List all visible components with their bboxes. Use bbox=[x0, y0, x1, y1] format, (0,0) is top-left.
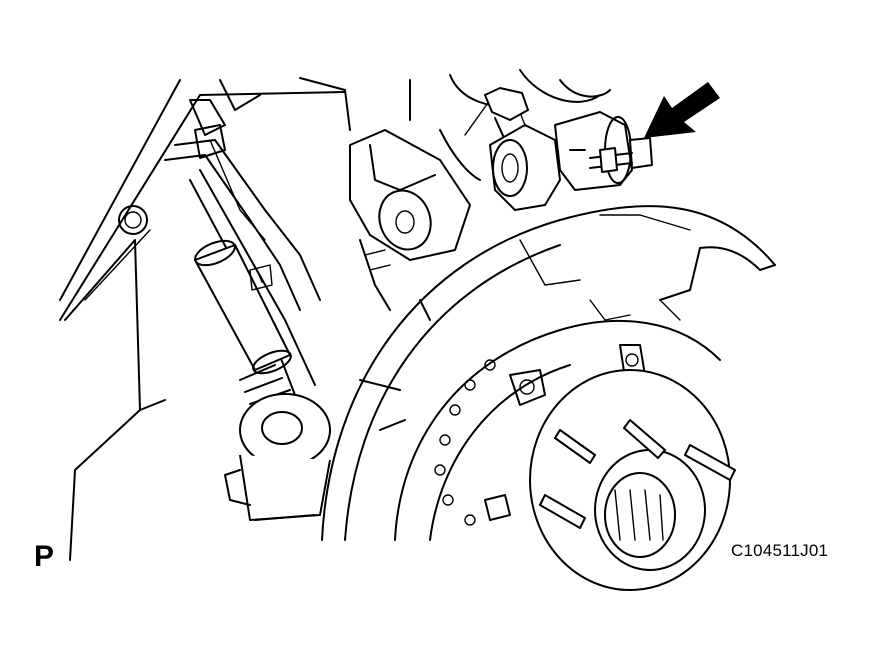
tie-rod-end bbox=[224, 393, 331, 521]
arrow-pointing-to-bolt-icon bbox=[644, 82, 720, 138]
lateral-control-arm bbox=[164, 124, 321, 405]
shock-absorber-top bbox=[409, 69, 611, 181]
view-letter: P bbox=[34, 540, 55, 573]
stabilizer-link-nut bbox=[489, 111, 653, 211]
upper-link-bushing bbox=[349, 129, 471, 311]
figure-code: C104511J01 bbox=[731, 541, 829, 560]
axle-hub bbox=[484, 344, 736, 591]
body-panel bbox=[59, 77, 351, 561]
brake-disc bbox=[321, 205, 776, 541]
